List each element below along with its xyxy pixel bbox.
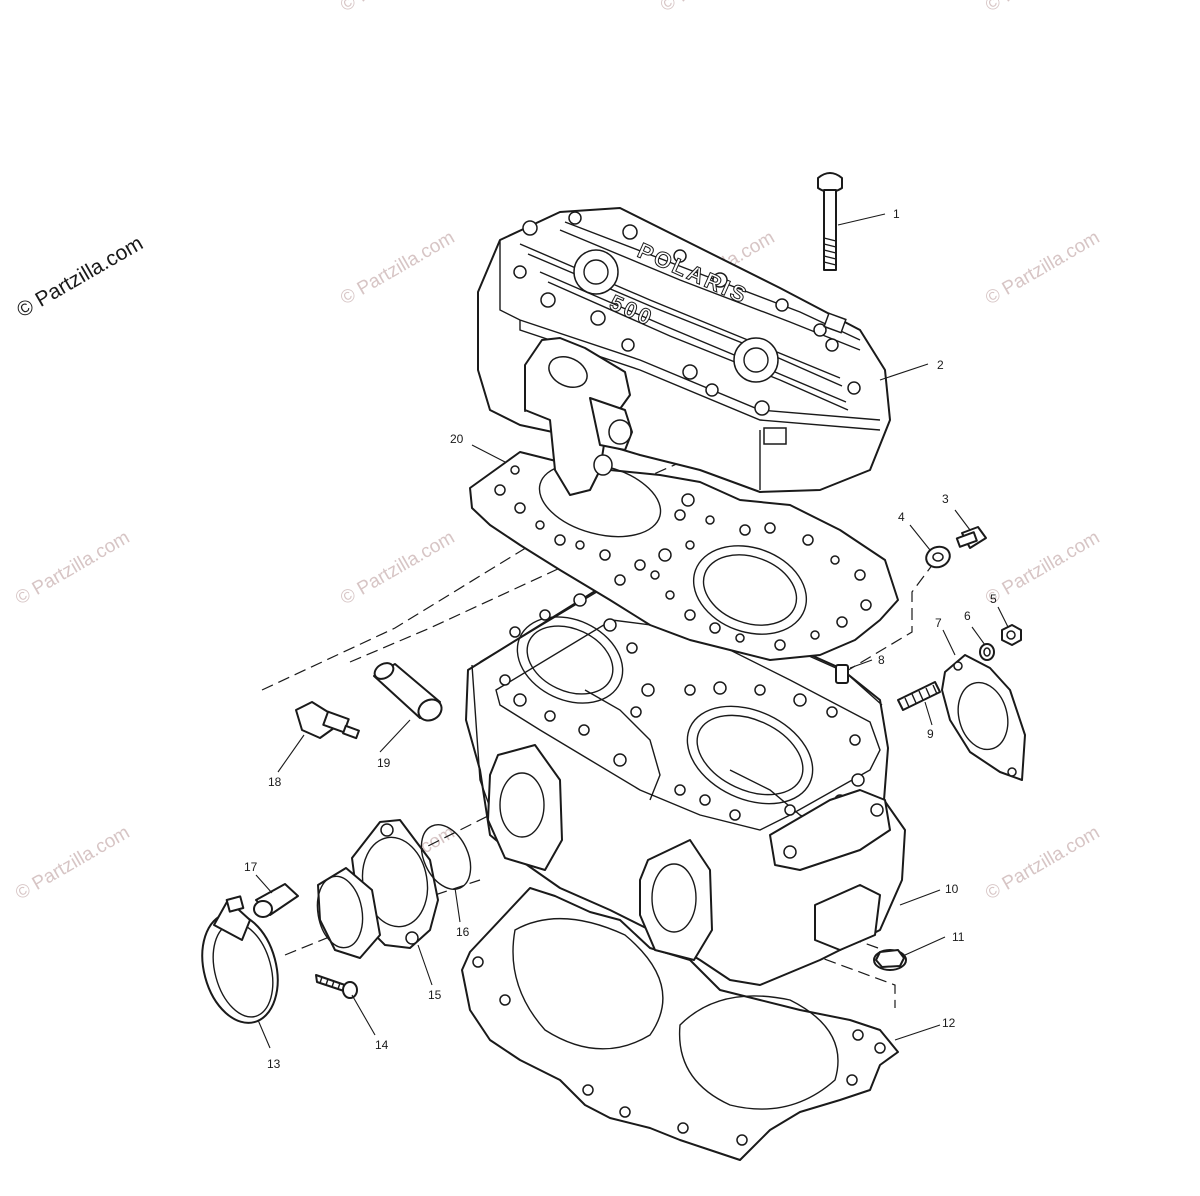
callout-9: 9 — [927, 727, 934, 741]
cylinder-block — [465, 577, 906, 986]
dowel-pin — [835, 664, 849, 684]
watermark-row3-1: © Partzilla.com — [12, 822, 133, 904]
callout-12: 12 — [942, 1016, 956, 1030]
block-bolt-holes — [499, 593, 865, 821]
head-bolt — [817, 172, 843, 271]
leader-lines — [255, 213, 1009, 1049]
watermark-row2-4: © Partzilla.com — [982, 527, 1103, 609]
callout-16: 16 — [456, 925, 470, 939]
lock-washer — [979, 643, 995, 661]
callout-6: 6 — [964, 609, 971, 623]
hose-clamp — [201, 895, 279, 1024]
callout-2: 2 — [937, 358, 944, 372]
watermark-top-3: © Partzilla.com — [982, 0, 1103, 16]
clamp-screw — [315, 974, 358, 999]
watermark-row1-2: © Partzilla.com — [337, 227, 458, 309]
watermark-row2-2: © Partzilla.com — [337, 527, 458, 609]
stud — [897, 681, 941, 711]
watermark-row3-4: © Partzilla.com — [982, 822, 1103, 904]
callout-20: 20 — [450, 432, 464, 446]
callout-19: 19 — [377, 756, 391, 770]
head-gasket — [469, 451, 899, 661]
callout-4: 4 — [898, 510, 905, 524]
callout-3: 3 — [942, 492, 949, 506]
callout-8: 8 — [878, 653, 885, 667]
spark-plug-boss-left — [573, 249, 619, 295]
callout-10: 10 — [945, 882, 959, 896]
head-bolt-bosses — [513, 211, 861, 416]
plug-fitting — [253, 883, 299, 918]
callout-13: 13 — [267, 1057, 281, 1071]
temperature-sensor — [295, 701, 360, 740]
callout-18: 18 — [268, 775, 282, 789]
exhaust-gasket — [941, 654, 1026, 781]
callout-17: 17 — [244, 860, 258, 874]
flange-nut — [873, 949, 907, 971]
watermark-top-1: © Partzilla.com — [337, 0, 458, 16]
spark-plug-boss-right — [733, 337, 779, 383]
callout-11: 11 — [952, 930, 965, 944]
callout-5: 5 — [990, 592, 997, 606]
watermark-main: © Partzilla.com — [13, 232, 147, 323]
callout-1: 1 — [893, 207, 900, 221]
watermark-row1-4: © Partzilla.com — [982, 227, 1103, 309]
callout-labels: 1 2 3 4 5 6 7 8 9 10 11 12 13 14 15 16 1… — [244, 207, 997, 1071]
intake-fitting — [316, 819, 439, 959]
watermark-top-2: © Partzilla.com — [657, 0, 778, 16]
callout-7: 7 — [935, 616, 942, 630]
sleeve-fitting — [373, 662, 443, 722]
hex-nut — [1001, 624, 1022, 646]
washer — [925, 545, 951, 569]
callout-14: 14 — [375, 1038, 389, 1052]
base-gasket — [461, 887, 899, 1161]
callout-15: 15 — [428, 988, 442, 1002]
o-ring — [420, 824, 472, 890]
watermark-row2-1: © Partzilla.com — [12, 527, 133, 609]
exhaust-port-left — [487, 744, 563, 871]
exhaust-port-right — [639, 839, 713, 961]
small-bolt — [955, 526, 987, 549]
gasket-holes — [494, 465, 872, 651]
